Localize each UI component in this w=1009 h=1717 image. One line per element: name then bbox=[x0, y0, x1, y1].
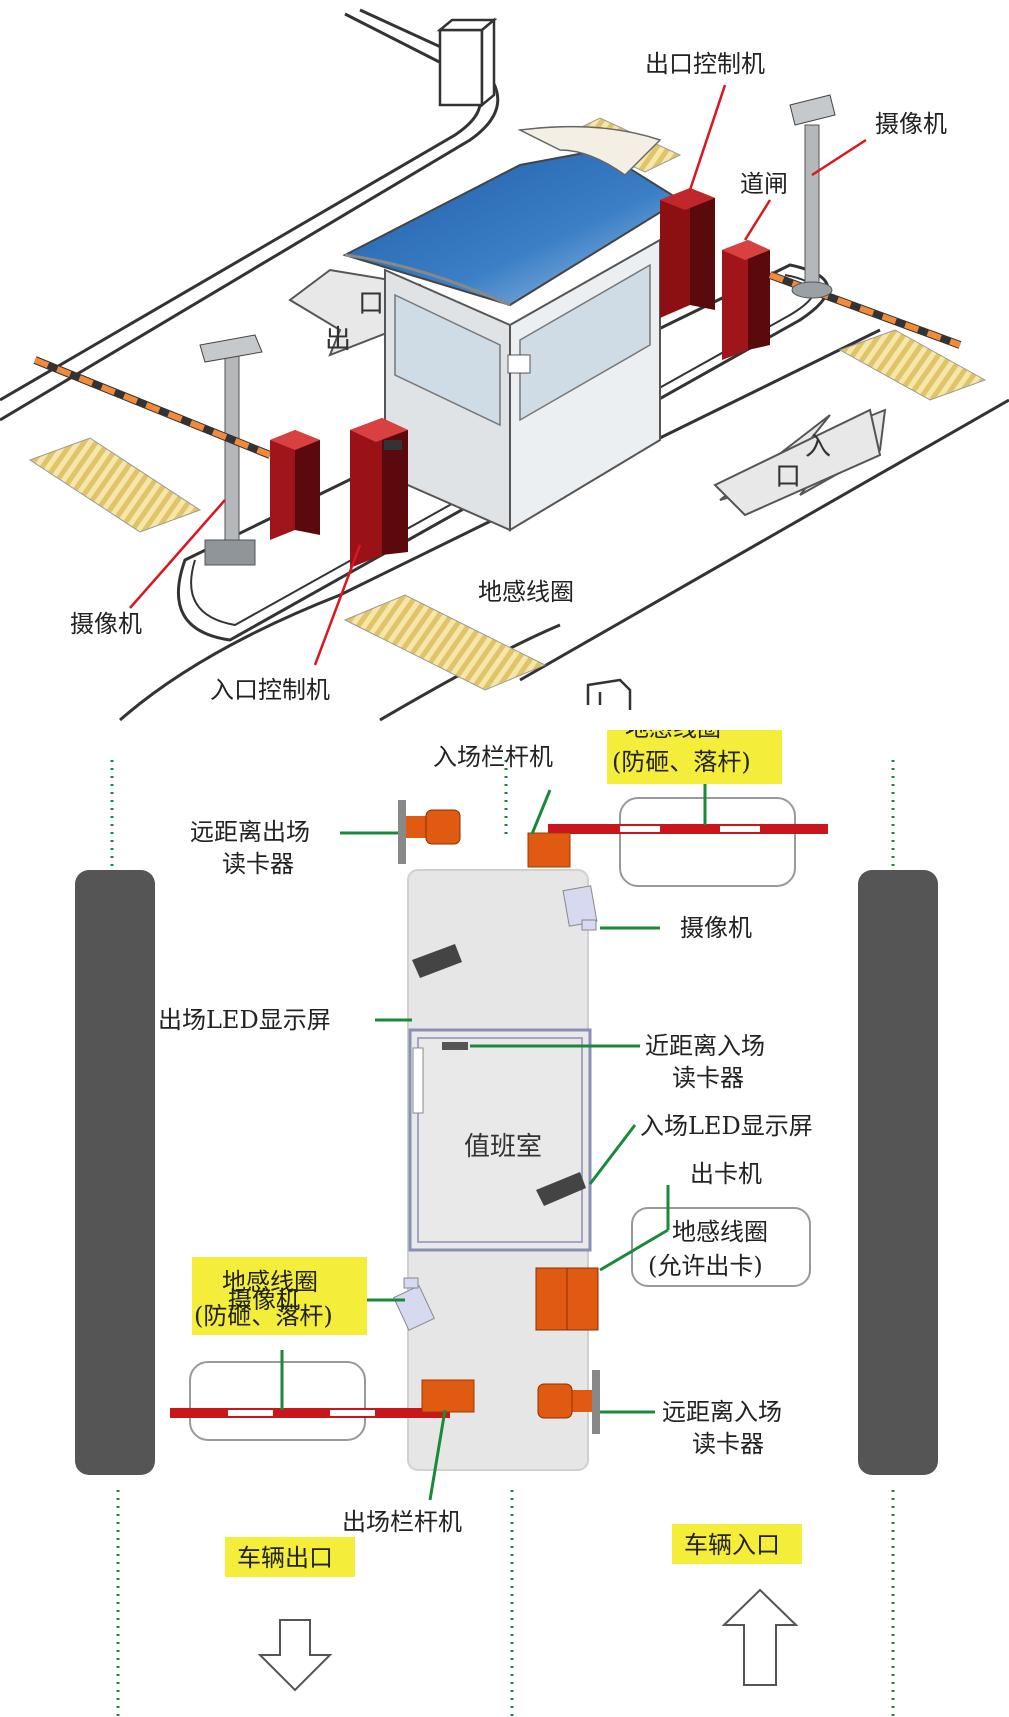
wall-heater bbox=[412, 1047, 424, 1114]
lane-divider-right bbox=[858, 870, 938, 1475]
label-barrier-gate: 道闸 bbox=[740, 170, 788, 198]
label-duty-room: 值班室 bbox=[464, 1132, 542, 1162]
remote-entry-reader bbox=[537, 1370, 600, 1434]
label-near-entry-reader-2: 读卡器 bbox=[672, 1064, 744, 1092]
exit-led-screen bbox=[412, 944, 462, 978]
duty-room bbox=[408, 1028, 592, 1252]
label-entry-controller: 入口控制机 bbox=[210, 676, 330, 704]
entry-led-screen bbox=[536, 1172, 586, 1206]
label-camera-plan-right: 摄像机 bbox=[680, 914, 752, 942]
ground-loop-top bbox=[619, 797, 796, 887]
highlight-loop-bottom bbox=[192, 1257, 367, 1335]
plan-diagram: 值班室 bbox=[0, 730, 1009, 1717]
exit-barrier-machine bbox=[421, 1379, 475, 1413]
label-near-entry-reader-1: 近距离入场 bbox=[645, 1032, 765, 1060]
camera-plan-left bbox=[393, 1277, 435, 1331]
exit-arrow-bottom: 出 bbox=[325, 325, 351, 355]
vehicle-exit-arrow bbox=[257, 1619, 333, 1692]
label-camera-right: 摄像机 bbox=[875, 110, 947, 138]
label-exit-led: 出场LED显示屏 bbox=[158, 1006, 331, 1034]
label-remote-exit-reader-1: 远距离出场 bbox=[190, 818, 310, 846]
highlight-vehicle-exit bbox=[225, 1537, 355, 1577]
entry-arrow-top: 入 bbox=[805, 432, 831, 462]
near-reader-device bbox=[442, 1042, 468, 1050]
ground-loop-card bbox=[631, 1207, 811, 1287]
highlight-loop-top bbox=[607, 730, 782, 784]
label-remote-entry-reader-2: 读卡器 bbox=[692, 1430, 764, 1458]
exit-barrier-arm bbox=[170, 1408, 450, 1418]
sign-box-bottom bbox=[586, 678, 632, 710]
barrier-gate-right bbox=[722, 240, 962, 360]
label-remote-entry-reader-1: 远距离入场 bbox=[662, 1398, 782, 1426]
camera-plan-right bbox=[562, 885, 598, 931]
label-remote-exit-reader-2: 读卡器 bbox=[222, 850, 294, 878]
sign-box-top bbox=[436, 17, 498, 108]
ground-loop-bottom bbox=[189, 1361, 366, 1441]
exit-controller bbox=[660, 188, 715, 318]
label-camera-left: 摄像机 bbox=[70, 610, 142, 638]
label-vehicle-exit: 车辆出口 bbox=[237, 1544, 333, 1572]
label-loop-card-2: (允许出卡) bbox=[648, 1252, 763, 1280]
lane-dotted-lines bbox=[110, 760, 895, 1717]
booth bbox=[342, 125, 682, 532]
lane-divider-left bbox=[75, 870, 155, 1475]
camera-right bbox=[789, 94, 836, 299]
label-loop-bottom-2: (防砸、落杆) bbox=[194, 1302, 333, 1330]
barrier-gate-left bbox=[33, 356, 320, 540]
exit-arrow-top: 口 bbox=[358, 289, 384, 319]
leader-lines-top bbox=[129, 84, 867, 666]
ground-loop-left bbox=[28, 437, 202, 533]
highlight-vehicle-entry bbox=[672, 1524, 802, 1564]
label-loop-card-1: 地感线圈 bbox=[672, 1218, 768, 1246]
label-vehicle-entry: 车辆入口 bbox=[684, 1531, 780, 1559]
entry-controller bbox=[350, 418, 408, 568]
label-camera-plan-left: 摄像机 bbox=[228, 1286, 300, 1314]
label-loop-top-1: 地感线圈 bbox=[625, 730, 721, 742]
label-exit-controller: 出口控制机 bbox=[645, 50, 765, 78]
ground-loop-bottom bbox=[343, 594, 547, 691]
entry-arrow-bottom: 口 bbox=[775, 462, 801, 492]
entry-barrier-machine bbox=[527, 832, 571, 868]
perspective-diagram: 口 出 入 口 bbox=[0, 0, 1009, 730]
entry-barrier-arm bbox=[548, 824, 828, 834]
ground-loop-right bbox=[838, 329, 987, 401]
label-loop-bottom-1: 地感线圈 bbox=[222, 1268, 318, 1296]
label-card-dispenser: 出卡机 bbox=[690, 1160, 762, 1188]
label-loop-top-2: (防砸、落杆) bbox=[612, 748, 751, 776]
label-entry-barrier: 入场栏杆机 bbox=[433, 743, 553, 771]
remote-exit-reader bbox=[398, 800, 461, 864]
vehicle-entry-arrow bbox=[721, 1588, 799, 1686]
entry-arrow: 入 口 bbox=[713, 408, 887, 517]
label-ground-loop: 地感线圈 bbox=[478, 578, 574, 606]
camera-left bbox=[199, 334, 263, 566]
label-entry-led: 入场LED显示屏 bbox=[640, 1112, 813, 1140]
label-exit-barrier: 出场栏杆机 bbox=[342, 1508, 462, 1536]
